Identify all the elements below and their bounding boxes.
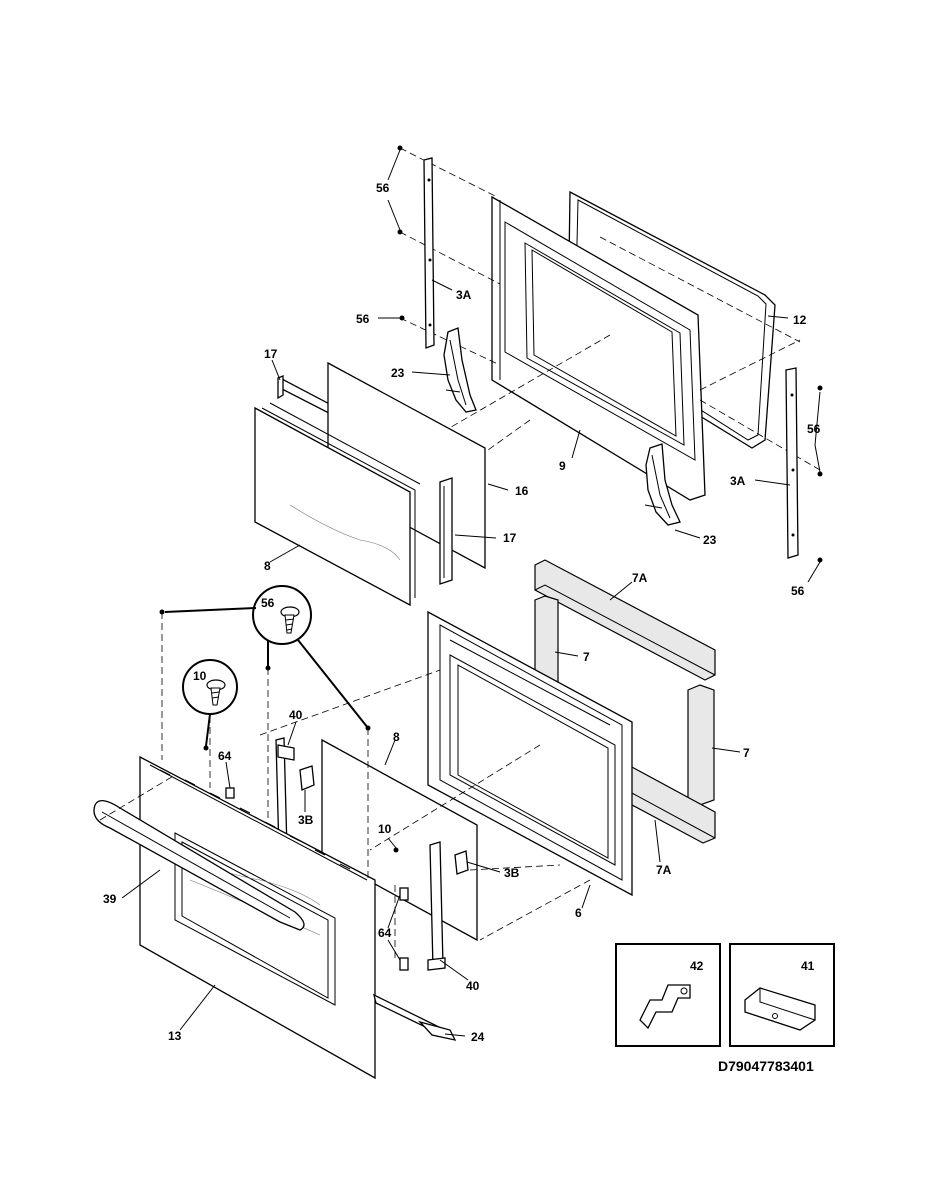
part-3B-left-clip [299,765,315,791]
part-3A-left-bracket [423,157,435,349]
screw-icon [280,606,300,634]
diagram-code: D79047783401 [718,1058,814,1074]
label-56-circle: 56 [261,596,275,610]
label-41: 41 [801,959,815,973]
label-64-top: 64 [218,749,232,763]
part-6-inner-liner [427,610,633,897]
part-8-outer-glass [254,402,421,607]
vent-slots [159,769,351,870]
label-6: 6 [575,906,582,920]
label-17-mid: 17 [503,531,517,545]
label-17-top: 17 [264,347,278,361]
part-24-rail [373,993,457,1041]
label-7-left: 7 [583,650,590,664]
label-9: 9 [559,459,566,473]
part-23-right-hinge [644,443,681,526]
label-64-bottom: 64 [378,926,392,940]
label-3B-right: 3B [504,866,520,880]
label-7A-top: 7A [632,571,648,585]
part-7-right-insulation [687,684,715,806]
screws-56-upper [397,145,823,563]
callout-10-screw-detail [182,659,238,747]
leader-lines [121,149,821,1037]
part-3A-right-bracket [785,367,799,559]
part-64-spacers [225,787,409,971]
part-23-left-hinge [443,327,477,413]
alignment-lines-upper [399,147,821,471]
label-39: 39 [103,892,117,906]
part-17-side-channel [439,477,453,585]
label-12: 12 [793,313,807,327]
part-9-inner-door-panel [491,195,706,501]
part-40-right-bracket [427,841,446,971]
label-7A-bottom: 7A [656,863,672,877]
label-56-midleft: 56 [356,312,370,326]
label-8-glass: 8 [264,559,271,573]
part-39-handle [93,800,305,931]
label-23-right: 23 [703,533,717,547]
part-41-bracket [744,987,816,1031]
label-42: 42 [690,959,704,973]
label-10-circle: 10 [193,669,207,683]
label-56-bottomright: 56 [791,584,805,598]
label-3A-right: 3A [730,474,746,488]
label-8-inner: 8 [393,730,400,744]
label-56-right: 56 [807,422,821,436]
inset-box-41 [729,943,835,1047]
callout-labels: 56 3A 56 12 23 17 56 9 16 3A 17 23 8 56 … [103,181,821,1044]
label-24: 24 [471,1030,485,1044]
screw-icon [206,679,226,706]
label-23-left: 23 [391,366,405,380]
part-3B-right-clip [454,850,469,875]
label-10-mid: 10 [378,822,392,836]
inset-box-42 [615,943,721,1047]
part-42-bracket [639,984,691,1030]
label-40-top: 40 [289,708,303,722]
label-3B-left: 3B [298,813,314,827]
label-16: 16 [515,484,529,498]
callout-56-screw-detail [164,585,369,729]
label-7-right: 7 [743,746,750,760]
label-13: 13 [168,1029,182,1043]
label-40-bottom: 40 [466,979,480,993]
part-7A-top-insulation [534,559,716,681]
label-56-top: 56 [376,181,390,195]
label-3A-left: 3A [456,288,472,302]
